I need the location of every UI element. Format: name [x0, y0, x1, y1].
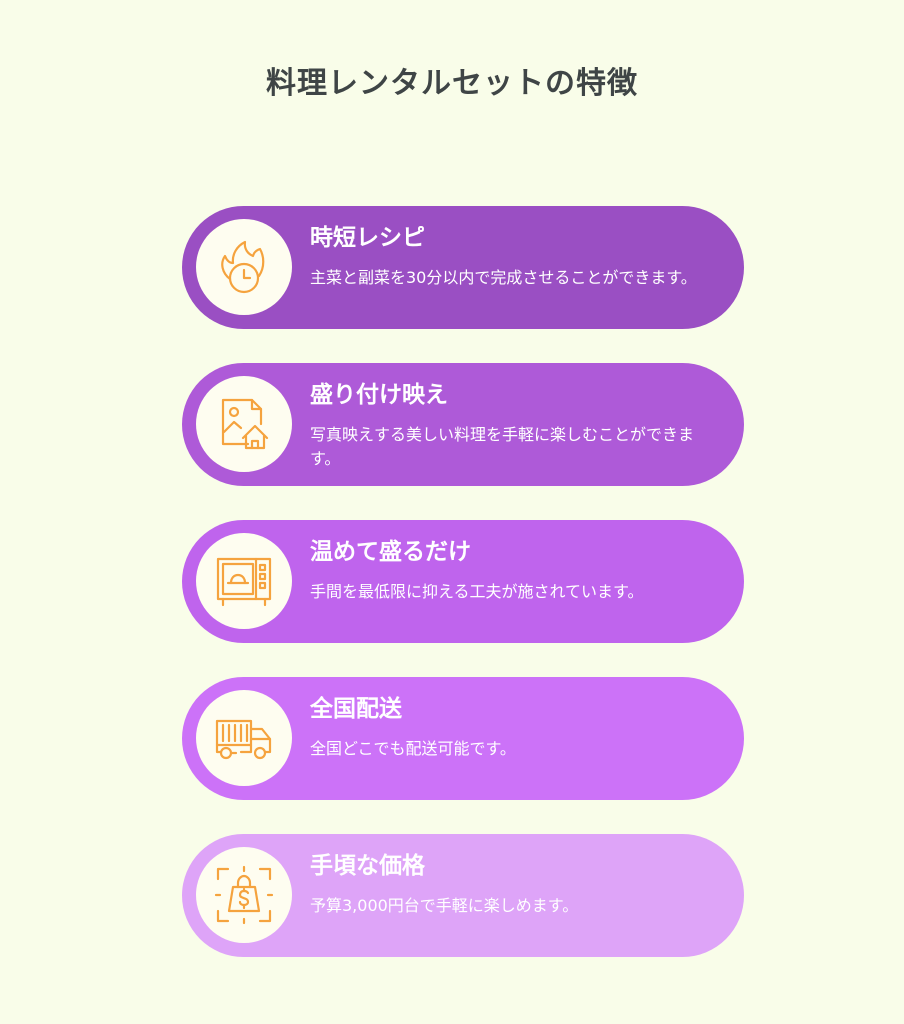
icon-badge: [196, 533, 292, 629]
feature-description: 予算3,000円台で手軽に楽しめます。: [310, 896, 579, 915]
image-house-icon: [221, 398, 269, 450]
feature-title: 温めて盛るだけ: [310, 539, 471, 565]
icon-badge: [196, 847, 292, 943]
icon-badge: [196, 690, 292, 786]
icon-badge: [196, 376, 292, 472]
feature-description: 全国どこでも配送可能です。: [310, 739, 516, 758]
feature-card-heat-and-serve: 温めて盛るだけ 手間を最低限に抑える工夫が施されています。: [182, 520, 744, 643]
microwave-icon: [216, 557, 272, 607]
feature-description: 手間を最低限に抑える工夫が施されています。: [310, 582, 644, 601]
feature-title: 時短レシピ: [310, 225, 425, 251]
icon-badge: [196, 219, 292, 315]
page-title: 料理レンタルセットの特徴: [266, 66, 638, 101]
delivery-truck-icon: [215, 719, 272, 760]
feature-card-nationwide-delivery: 全国配送 全国どこでも配送可能です。: [182, 677, 744, 800]
feature-title: 盛り付け映え: [310, 382, 448, 408]
feature-title: 手頃な価格: [310, 853, 425, 879]
feature-card-quick-recipe: 時短レシピ 主菜と副菜を30分以内で完成させることができます。: [182, 206, 744, 329]
clock-fire-icon: [221, 240, 265, 294]
feature-description: 主菜と副菜を30分以内で完成させることができます。: [310, 268, 697, 287]
feature-description: 写真映えする美しい料理を手軽に楽しむことができます。: [310, 425, 695, 468]
feature-card-photogenic: 盛り付け映え 写真映えする美しい料理を手軽に楽しむことができます。: [182, 363, 744, 486]
feature-card-affordable-price: 手頃な価格 予算3,000円台で手軽に楽しめます。: [182, 834, 744, 957]
price-bag-icon: [214, 865, 274, 925]
feature-title: 全国配送: [310, 696, 402, 722]
